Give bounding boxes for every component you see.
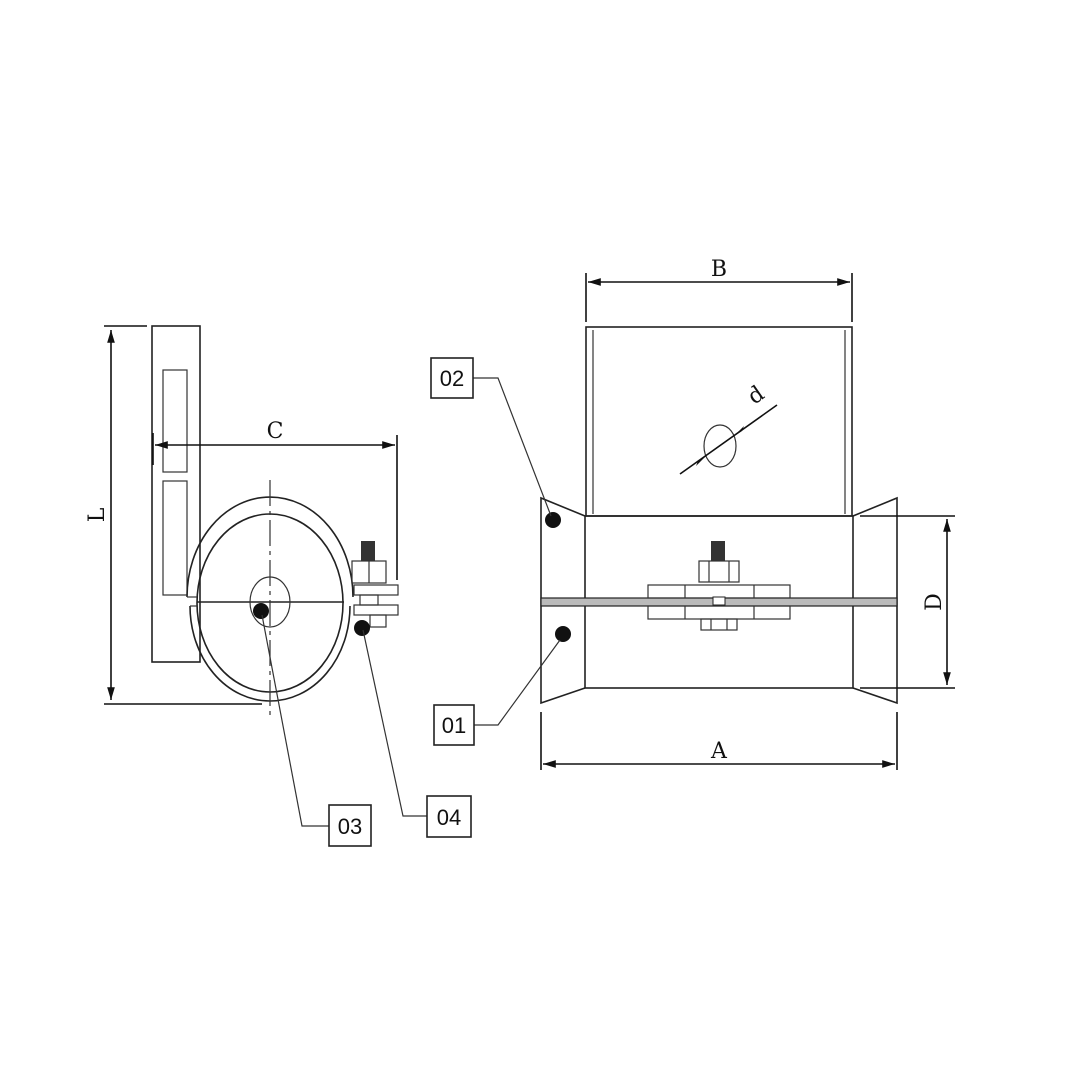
bolt-thread-front [711,541,725,561]
tag-02: 02 [430,357,474,399]
label-D: D [922,593,947,611]
marker-03 [253,603,269,619]
leader-03 [261,614,330,827]
leader-04 [362,629,428,817]
label-L: L [85,507,110,522]
label-d: d [743,381,769,410]
lug-upper [353,584,399,596]
label-A: A [710,739,728,764]
leader-01 [473,639,561,726]
bolt-thread [361,541,375,561]
svg-text:03: 03 [338,814,362,839]
bracket-plate [151,325,201,663]
svg-text:04: 04 [437,805,461,830]
slot-upper [162,369,188,473]
dimension-d [679,404,778,475]
slot-lower [162,480,188,596]
label-B: B [711,257,727,282]
svg-text:02: 02 [440,366,464,391]
marker-04 [354,620,370,636]
upper-plate [585,326,853,517]
marker-01 [555,626,571,642]
lug-lower [353,604,399,616]
label-C: C [267,419,284,444]
mounting-hole [703,424,737,468]
nut-front [698,560,740,583]
leader-02 [473,377,552,517]
svg-text:01: 01 [442,713,466,738]
washer-upper [647,584,791,599]
marker-02 [545,512,561,528]
tag-04: 04 [426,795,472,838]
tag-01: 01 [433,704,475,746]
washer-lower [647,605,791,620]
side-view: L C [85,325,428,827]
front-view: d B D [473,257,955,770]
tag-03: 03 [328,804,372,847]
